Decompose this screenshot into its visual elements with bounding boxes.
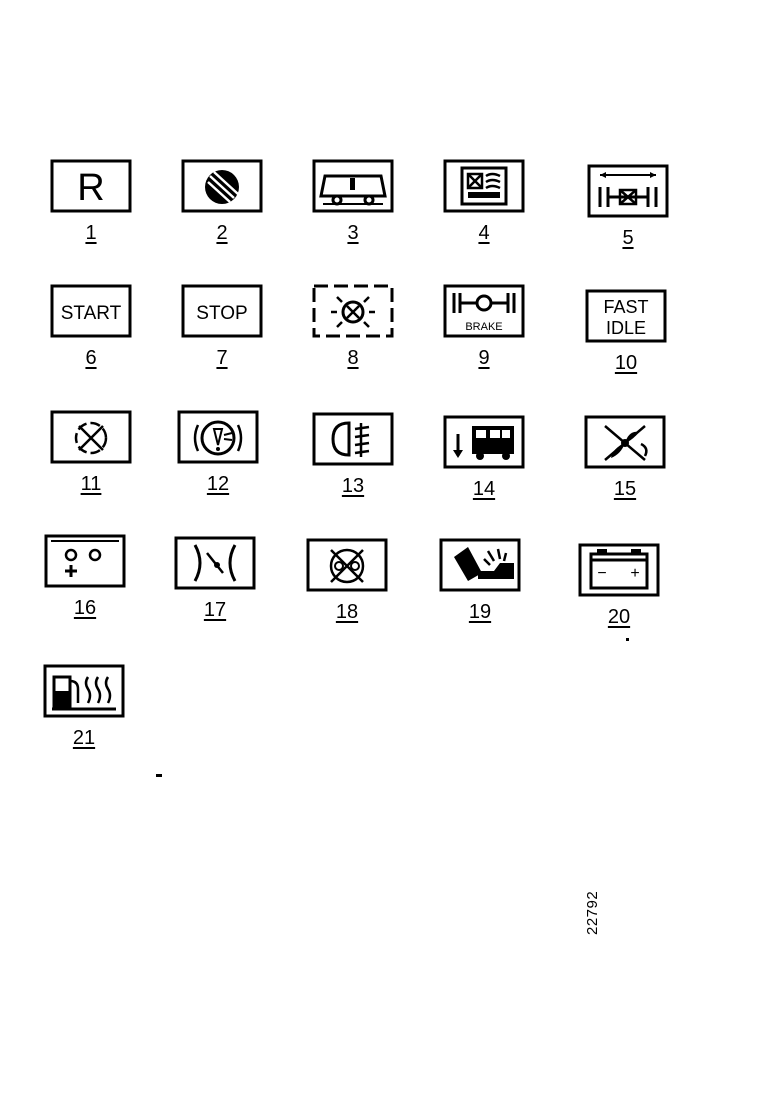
symbol-number: 17 bbox=[203, 599, 227, 621]
symbol-number: 8 bbox=[347, 347, 359, 369]
brake-label: BRAKE bbox=[465, 321, 502, 333]
symbol-number: 3 bbox=[347, 222, 359, 244]
symbol-number: 14 bbox=[472, 478, 496, 500]
bus-kneeling-icon bbox=[442, 414, 526, 470]
start-label: START bbox=[61, 303, 122, 324]
symbol-cell-20: − + 20 bbox=[564, 542, 674, 652]
symbol-cell-2: 2 bbox=[167, 158, 277, 268]
symbol-number: 7 bbox=[216, 347, 228, 369]
fast-idle-icon: FAST IDLE bbox=[584, 288, 668, 344]
symbol-number: 2 bbox=[216, 222, 228, 244]
symbol-cell-1: R 1 bbox=[36, 158, 146, 268]
reverse-gear-label: R bbox=[77, 167, 104, 209]
idle-label: IDLE bbox=[606, 318, 646, 338]
symbol-number: 9 bbox=[478, 347, 490, 369]
symbol-cell-15: 15 bbox=[570, 414, 680, 524]
symbol-cell-3: 3 bbox=[298, 158, 408, 268]
battery-plus-label: + bbox=[630, 565, 639, 582]
symbol-cell-14: 14 bbox=[429, 414, 539, 524]
symbol-cell-18: 18 bbox=[292, 537, 402, 647]
symbol-number: 5 bbox=[622, 227, 634, 249]
gauges-icon bbox=[43, 533, 127, 589]
symbol-number: 1 bbox=[85, 222, 97, 244]
fog-light-icon bbox=[311, 411, 395, 467]
symbol-cell-6: START 6 bbox=[36, 283, 146, 393]
symbol-cell-16: 16 bbox=[30, 533, 140, 643]
symbol-number: 16 bbox=[73, 597, 97, 619]
symbol-cell-9: BRAKE 9 bbox=[429, 283, 539, 393]
symbol-cell-10: FAST IDLE 10 bbox=[571, 288, 681, 398]
crossed-wheels-icon bbox=[305, 537, 389, 593]
vehicle-warning-icon bbox=[311, 158, 395, 214]
battery-icon: − + bbox=[577, 542, 661, 598]
symbol-cell-13: 13 bbox=[298, 411, 408, 521]
symbol-number: 19 bbox=[468, 601, 492, 623]
stop-label-icon: STOP bbox=[180, 283, 264, 339]
symbol-number: 10 bbox=[614, 352, 638, 374]
axle-lock-icon bbox=[586, 163, 670, 219]
symbol-cell-17: 17 bbox=[160, 535, 270, 645]
symbol-cell-12: 12 bbox=[163, 409, 273, 519]
symbol-cell-11: 11 bbox=[36, 409, 146, 519]
reverse-gear-icon: R bbox=[49, 158, 133, 214]
crossed-circle-icon bbox=[49, 409, 133, 465]
crossed-fan-icon bbox=[583, 414, 667, 470]
symbol-number: 4 bbox=[478, 222, 490, 244]
symbol-number: 21 bbox=[72, 727, 96, 749]
symbol-number: 15 bbox=[613, 478, 637, 500]
symbol-number: 11 bbox=[80, 473, 102, 495]
sealed-beam-icon bbox=[180, 158, 264, 214]
symbol-cell-19: 19 bbox=[425, 537, 535, 647]
warning-light-icon bbox=[311, 283, 395, 339]
symbol-cell-21: 21 bbox=[29, 663, 139, 773]
symbol-cell-7: STOP 7 bbox=[167, 283, 277, 393]
stop-label: STOP bbox=[196, 303, 247, 324]
axle-brake-icon: BRAKE bbox=[442, 283, 526, 339]
fuel-heater-icon bbox=[42, 663, 126, 719]
scan-speck bbox=[156, 774, 162, 777]
symbol-number: 13 bbox=[341, 475, 365, 497]
start-label-icon: START bbox=[49, 283, 133, 339]
symbol-cell-4: 4 bbox=[429, 158, 539, 268]
panel-cross-icon bbox=[442, 158, 526, 214]
symbol-number: 6 bbox=[85, 347, 97, 369]
brake-pad-wear-icon bbox=[173, 535, 257, 591]
figure-reference: 22792 bbox=[584, 890, 601, 935]
symbol-number: 18 bbox=[335, 601, 359, 623]
scan-speck bbox=[626, 638, 629, 641]
brake-warning-icon bbox=[176, 409, 260, 465]
symbol-cell-8: 8 bbox=[298, 283, 408, 393]
symbol-number: 20 bbox=[607, 606, 631, 628]
symbol-cell-5: 5 bbox=[573, 163, 683, 273]
fast-label: FAST bbox=[603, 297, 648, 317]
wiper-wash-icon bbox=[438, 537, 522, 593]
symbol-number: 12 bbox=[206, 473, 230, 495]
battery-minus-label: − bbox=[597, 565, 606, 582]
